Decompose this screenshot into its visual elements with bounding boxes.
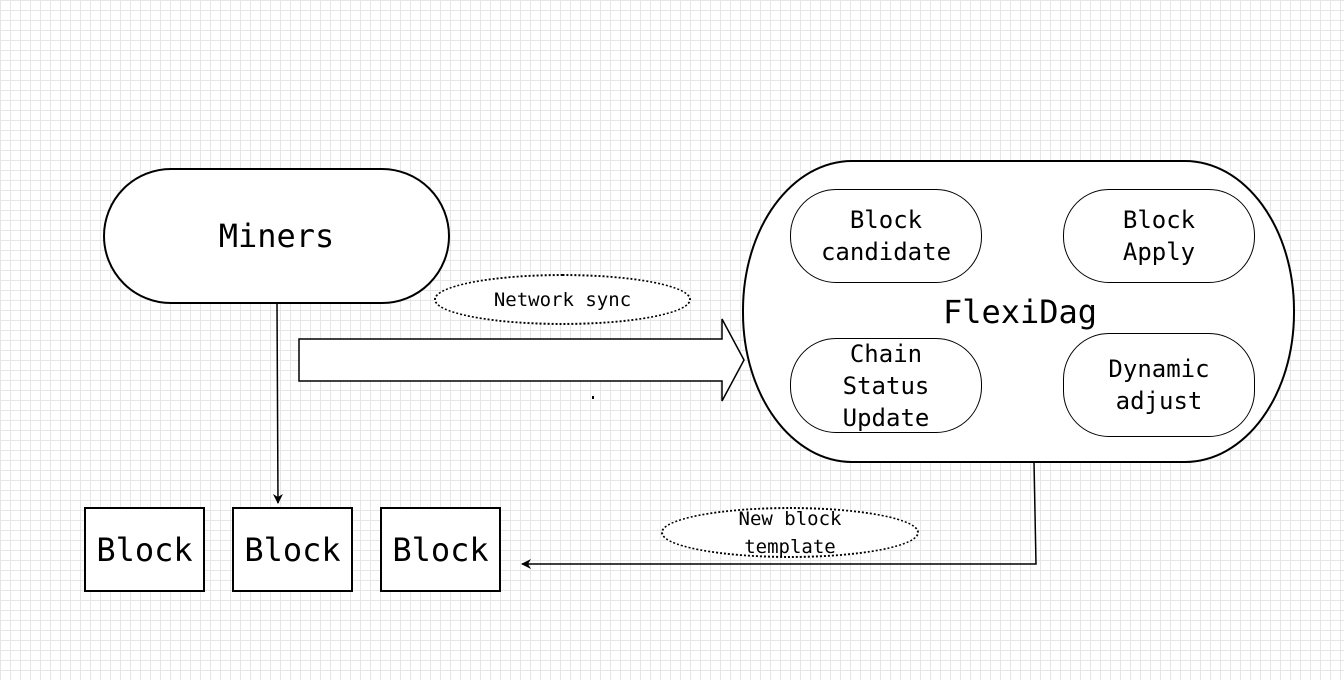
miners-node: Miners — [103, 168, 450, 304]
network-sync-arrow — [298, 318, 745, 402]
new-block-template-text: New block template — [738, 507, 842, 558]
block-label-3: Block — [392, 530, 489, 569]
block-apply-node: Block Apply — [1063, 189, 1255, 283]
stray-dot — [592, 396, 594, 399]
block-node-1: Block — [84, 507, 205, 592]
miners-label: Miners — [218, 217, 335, 255]
chain-status-update-node: Chain Status Update — [790, 338, 982, 433]
dynamic-adjust-node: Dynamic adjust — [1063, 333, 1255, 437]
network-sync-text: Network sync — [493, 288, 632, 311]
block-label-2: Block — [244, 530, 341, 569]
new-block-template-label: New block template — [661, 507, 919, 558]
miners-to-block-arrow — [272, 302, 283, 504]
flexidag-label: FlexiDag — [942, 293, 1098, 331]
dynamic-adjust-label: Dynamic adjust — [1108, 355, 1210, 415]
block-candidate-label: Block candidate — [820, 206, 952, 266]
block-candidate-node: Block candidate — [790, 189, 982, 283]
network-sync-label: Network sync — [434, 274, 691, 325]
template-return-arrow — [521, 461, 1037, 569]
block-apply-label: Block Apply — [1122, 206, 1196, 266]
block-label-1: Block — [96, 530, 193, 569]
block-node-2: Block — [232, 507, 353, 592]
block-node-3: Block — [380, 507, 501, 592]
chain-status-update-label: Chain Status Update — [842, 339, 930, 432]
